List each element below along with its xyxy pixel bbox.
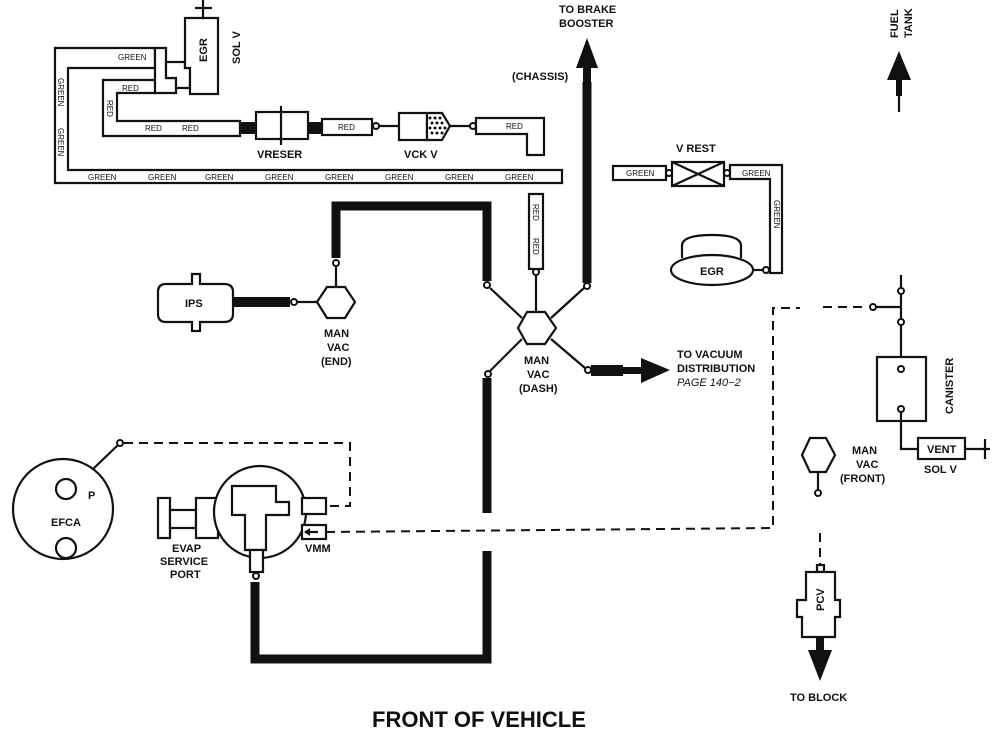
dashed-line-vmm-canister xyxy=(325,307,800,533)
diagram-title: FRONT OF VEHICLE xyxy=(372,707,586,731)
vent-sol-v: VENT SOL V xyxy=(916,436,990,476)
hose-label-red: RED xyxy=(506,122,523,131)
man-vac-dash-label-2: VAC xyxy=(527,369,549,381)
vacuum-distribution-label-1: TO VACUUM xyxy=(677,349,743,361)
hose-label-green: GREEN xyxy=(56,128,65,157)
vent-sol-v-sublabel: SOL V xyxy=(924,464,957,476)
ips-label: IPS xyxy=(185,298,203,310)
efca-port-label: P xyxy=(88,490,95,502)
pcv-label: PCV xyxy=(815,588,827,611)
vacuum-distribution-page-ref: PAGE 140−2 xyxy=(677,377,741,389)
evap-purge-assembly: EVAP SERVICE PORT VMM xyxy=(156,464,331,581)
man-vac-end: MAN VAC (END) xyxy=(315,285,357,368)
hose-label-red: RED xyxy=(531,204,540,221)
hose-label-green: GREEN xyxy=(505,173,534,182)
canister-label: CANISTER xyxy=(944,358,956,414)
vacuum-distribution-line: TO VACUUM DISTRIBUTION PAGE 140−2 xyxy=(591,349,755,389)
hose-label-green: GREEN xyxy=(385,173,414,182)
ips: IPS xyxy=(156,272,317,333)
tank-label: TANK xyxy=(903,8,915,38)
brake-booster-line: TO BRAKE BOOSTER (CHASSIS) xyxy=(512,4,616,290)
vck-v-label: VCK V xyxy=(404,149,438,161)
hose-label-green: GREEN xyxy=(772,200,781,229)
v-rest: V REST GREEN GREEN GREEN xyxy=(611,143,784,275)
hose-label-green: GREEN xyxy=(88,173,117,182)
hose-label-green: GREEN xyxy=(205,173,234,182)
hose-label-red: RED xyxy=(122,84,139,93)
man-vac-end-label-2: VAC xyxy=(327,342,349,354)
v-rest-label: V REST xyxy=(676,143,716,155)
red-hose-vck: RED xyxy=(320,117,399,137)
egr-sol-v-label: EGR xyxy=(198,38,210,62)
fuel-label: FUEL xyxy=(889,9,901,38)
to-block-label: TO BLOCK xyxy=(790,692,847,704)
evap-label-1: EVAP xyxy=(172,543,201,555)
man-vac-front-label-2: VAC xyxy=(856,459,878,471)
egr-sol-v: EGR SOL V xyxy=(183,0,243,96)
hose-label-red: RED xyxy=(531,238,540,255)
chassis-label: (CHASSIS) xyxy=(512,71,569,83)
hose-label-green: GREEN xyxy=(626,169,655,178)
egr-valve-label: EGR xyxy=(700,266,724,278)
hose-label-red: RED xyxy=(182,124,199,133)
brake-booster-label-1: TO BRAKE xyxy=(559,4,616,16)
egr-valve: EGR xyxy=(669,233,770,287)
hose-label-green: GREEN xyxy=(56,78,65,107)
hose-label-green: GREEN xyxy=(742,169,771,178)
vreser-label: VRESER xyxy=(257,149,302,161)
egr-sol-v-sublabel: SOL V xyxy=(231,31,243,64)
hose-label-green: GREEN xyxy=(265,173,294,182)
man-vac-end-label-1: MAN xyxy=(324,328,349,340)
man-vac-end-label-3: (END) xyxy=(321,356,352,368)
thick-hose-dash-down xyxy=(250,378,492,664)
hose-label-red: RED xyxy=(338,123,355,132)
brake-booster-label-2: BOOSTER xyxy=(559,18,613,30)
evap-label-2: SERVICE xyxy=(160,556,208,568)
vck-v: VCK V xyxy=(397,111,477,161)
man-vac-dash: MAN VAC (DASH) xyxy=(484,287,592,395)
dashed-line-efca-purge xyxy=(124,442,351,507)
man-vac-front: MAN VAC (FRONT) xyxy=(800,436,886,497)
man-vac-front-label-3: (FRONT) xyxy=(840,473,886,485)
red-vertical-hose: RED RED xyxy=(527,192,545,312)
vmm-label: VMM xyxy=(305,543,331,555)
vent-label: VENT xyxy=(927,444,957,456)
hose-label-green: GREEN xyxy=(148,173,177,182)
red-hose-l: RED xyxy=(474,116,546,157)
vacuum-distribution-label-2: DISTRIBUTION xyxy=(677,363,755,375)
hose-label-green: GREEN xyxy=(325,173,354,182)
thick-hose-end-to-dash xyxy=(331,201,492,289)
hose-label-red: RED xyxy=(105,100,114,117)
man-vac-dash-label-3: (DASH) xyxy=(519,383,558,395)
efca-label: EFCA xyxy=(51,517,81,529)
pcv: PCV TO BLOCK xyxy=(790,533,847,704)
hose-label-green: GREEN xyxy=(445,173,474,182)
hose-label-red: RED xyxy=(145,124,162,133)
fuel-tank-arrow: FUEL TANK xyxy=(887,8,915,112)
man-vac-dash-label-1: MAN xyxy=(524,355,549,367)
canister: CANISTER xyxy=(869,275,956,451)
vreser: VRESER xyxy=(240,106,322,161)
evap-label-3: PORT xyxy=(170,569,201,581)
man-vac-front-label-1: MAN xyxy=(852,445,877,457)
efca: P EFCA xyxy=(11,439,124,561)
vck-v-mesh-icon xyxy=(428,116,447,135)
hose-label-green: GREEN xyxy=(118,53,147,62)
